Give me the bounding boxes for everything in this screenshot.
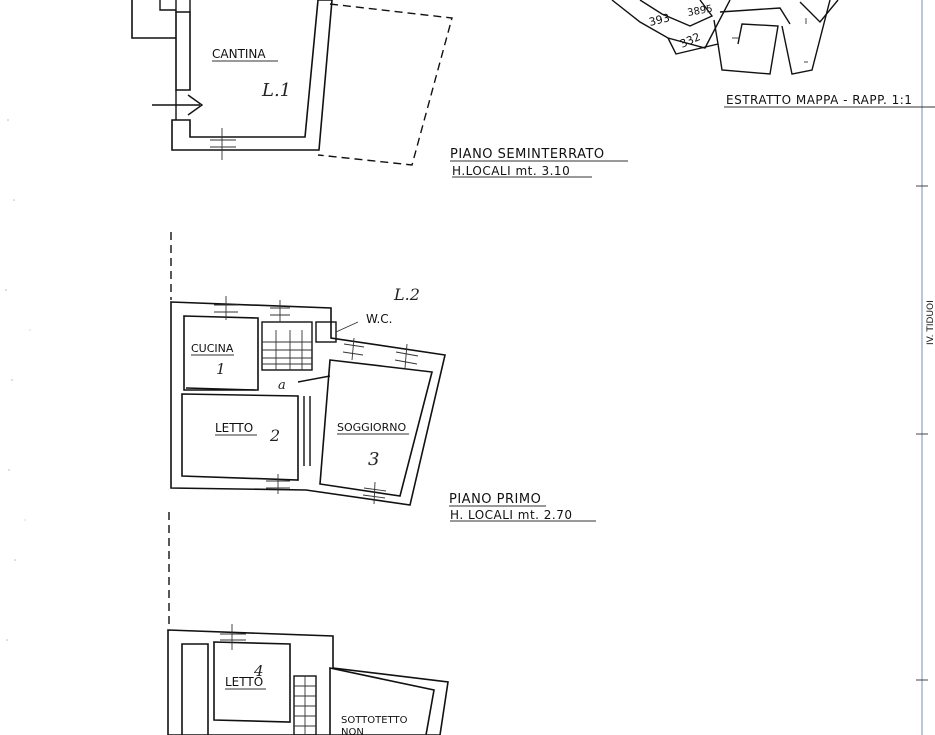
side-note: IV. TIDUOI bbox=[926, 300, 935, 345]
estratto-mappa: 393 3895 332 ESTRATTO MAPPA - RAPP. 1:1 bbox=[611, 0, 935, 108]
room-cantina-mark: L.1 bbox=[261, 80, 291, 101]
seminterrato-plan: CANTINA L.1 PIANO SEMINTERRATO H.LOCALI … bbox=[131, 0, 628, 178]
room-wc-mark: L.2 bbox=[393, 285, 420, 304]
room-letto-label: LETTO bbox=[215, 421, 253, 435]
room-letto-4-label: LETTO bbox=[225, 675, 263, 689]
window-seminterrato bbox=[210, 128, 236, 160]
windows-primo bbox=[214, 296, 419, 505]
room-sottotetto-line2: NON bbox=[341, 727, 364, 735]
primo-plan: L.2 W.C. CUCINA 1 a LETTO 2 SOGGIORNO 3 … bbox=[170, 232, 596, 522]
primo-title: PIANO PRIMO bbox=[449, 492, 541, 507]
room-soggiorno-label: SOGGIORNO bbox=[337, 421, 406, 434]
parcel-332: 332 bbox=[678, 30, 702, 50]
room-sottotetto-label: SOTTOTETTO bbox=[341, 715, 408, 726]
room-cucina-label: CUCINA bbox=[191, 342, 234, 355]
stair-secondo bbox=[293, 675, 317, 735]
dashed-annex bbox=[317, 3, 453, 166]
room-cantina-label: CANTINA bbox=[212, 47, 266, 61]
room-wc-label: W.C. bbox=[366, 312, 393, 326]
scan-noise bbox=[5, 119, 31, 641]
seminterrato-title: PIANO SEMINTERRATO bbox=[450, 147, 605, 162]
room-letto-4-number: 4 bbox=[253, 662, 264, 680]
parcel-3895: 3895 bbox=[687, 4, 714, 19]
stair-mark: a bbox=[278, 378, 286, 393]
parcel-393: 393 bbox=[648, 11, 672, 29]
stair-primo bbox=[261, 321, 313, 371]
room-soggiorno-number: 3 bbox=[368, 449, 379, 470]
seminterrato-height: H.LOCALI mt. 3.10 bbox=[452, 164, 570, 178]
entrance-arrow-icon bbox=[152, 94, 204, 116]
page-edge-marks: IV. TIDUOI bbox=[916, 0, 935, 735]
secondo-plan: LETTO 4 SOTTOTETTO NON bbox=[167, 512, 449, 735]
primo-height: H. LOCALI mt. 2.70 bbox=[450, 508, 573, 522]
room-letto-number: 2 bbox=[269, 426, 280, 445]
mappa-title: ESTRATTO MAPPA - RAPP. 1:1 bbox=[726, 93, 912, 107]
room-cucina-number: 1 bbox=[216, 360, 226, 378]
